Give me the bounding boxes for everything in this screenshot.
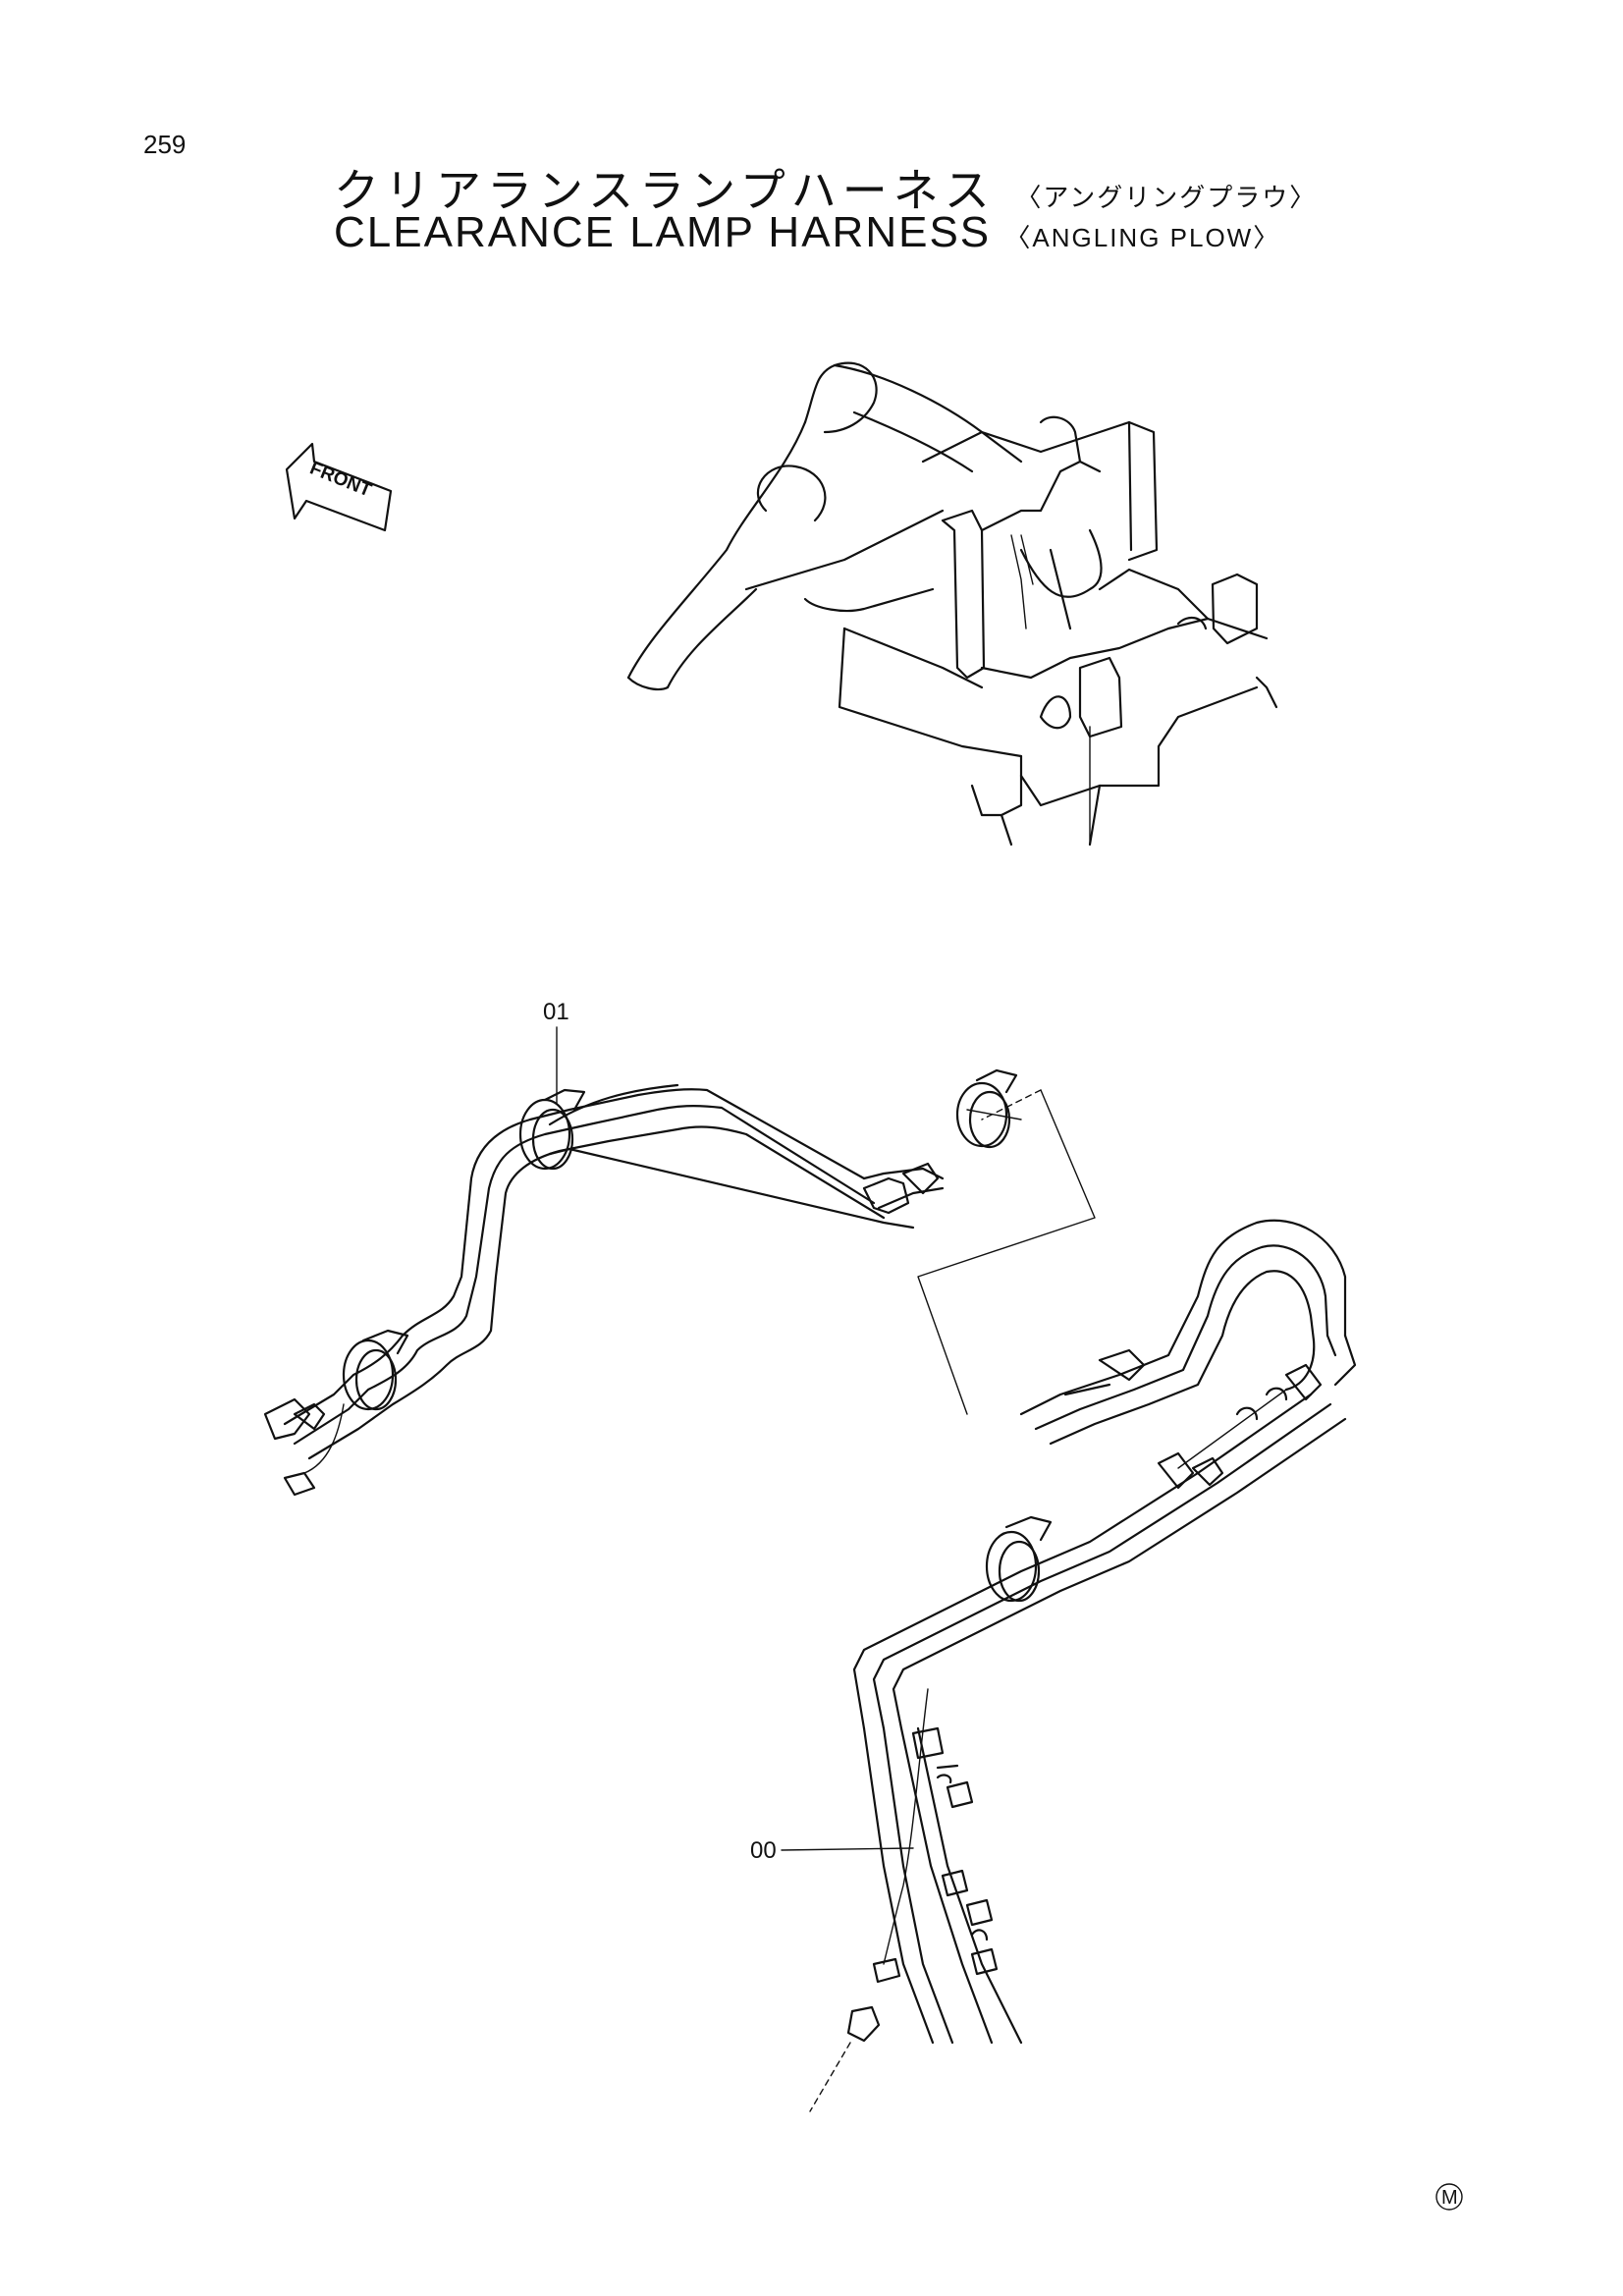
front-label: FRONT <box>307 458 375 501</box>
m-mark: M <box>1435 2183 1463 2211</box>
front-arrow-icon: FRONT <box>285 442 393 532</box>
frame-assembly-view <box>626 361 1278 847</box>
title-english: CLEARANCE LAMP HARNESS 〈ANGLING PLOW〉 <box>334 208 1280 257</box>
m-mark-label: M <box>1441 2187 1458 2209</box>
callout-00: 00 <box>750 1837 914 1864</box>
page-number: 259 <box>143 130 187 159</box>
title-japanese: クリアランスランプハーネス 〈アングリングプラウ〉 <box>334 155 1317 220</box>
title-english-sub: 〈ANGLING PLOW〉 <box>1004 223 1281 252</box>
callout-01-label: 01 <box>543 999 569 1025</box>
harness-exploded-view <box>263 1068 1357 2112</box>
title-english-main: CLEARANCE LAMP HARNESS <box>334 208 992 256</box>
callout-00-label: 00 <box>750 1837 777 1864</box>
callout-01: 01 <box>543 999 569 1105</box>
title-japanese-main: クリアランスランプハーネス <box>334 164 996 217</box>
title-japanese-sub: 〈アングリングプラウ〉 <box>1015 184 1318 213</box>
